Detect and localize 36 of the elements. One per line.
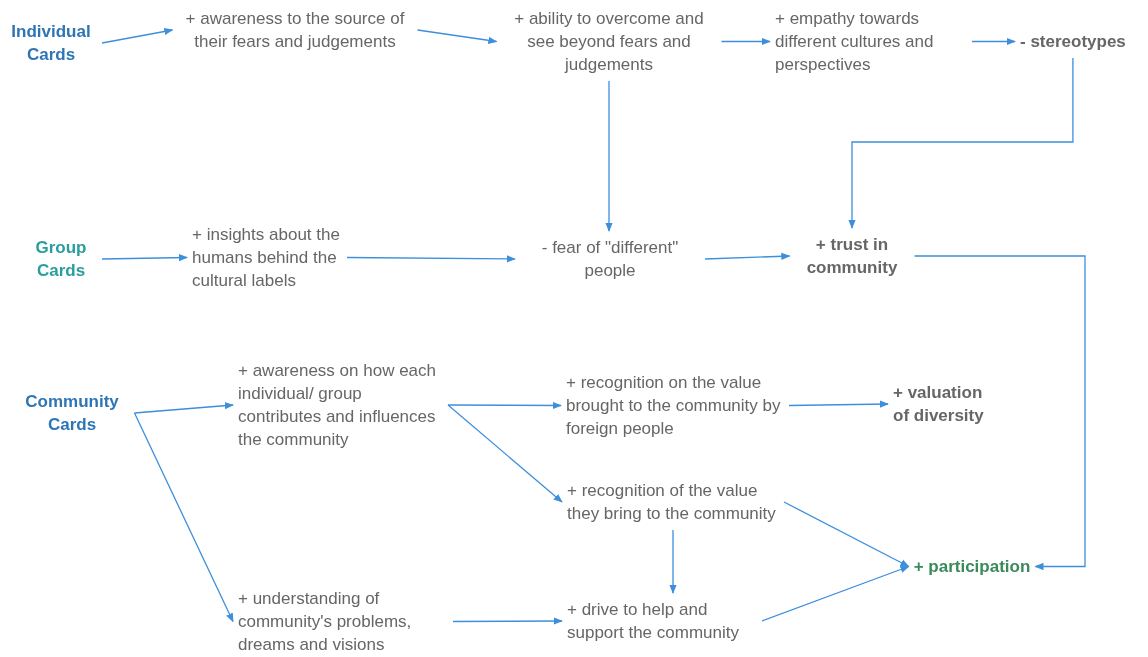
effect-text: + drive to help and support the community <box>567 599 740 644</box>
effect-text: + insights about the humans behind the cultural labels <box>192 224 341 292</box>
arrow <box>101 27 174 44</box>
arrow <box>133 402 234 414</box>
effect-text: + recognition on the value brought to the community by foreign people <box>566 372 782 440</box>
arrow <box>447 401 562 410</box>
arrow <box>788 400 889 408</box>
outcome-label: + participation <box>913 556 1031 578</box>
effect-text: + awareness on how each individual/ group contributes and influences the community <box>238 360 437 451</box>
arrow <box>761 565 910 622</box>
card-type-label: Individual Cards <box>10 21 92 66</box>
effect-text: - fear of "different" people <box>540 237 680 282</box>
arrow <box>971 37 1016 46</box>
arrow <box>605 80 613 232</box>
effect-text: + awareness to the source of their fears and judgements <box>184 8 406 53</box>
outcome-label: - stereotypes <box>1020 31 1126 53</box>
outcome-label: + valuation of diversity <box>893 382 985 427</box>
effect-text: + understanding of community's problems, dreams and visions <box>238 588 413 656</box>
effect-text: + ability to overcome and see beyond fears and judgements <box>513 8 705 76</box>
effect-text: + empathy towards different cultures and perspectives <box>775 8 935 76</box>
arrow <box>913 255 1086 571</box>
outcome-label: + trust in community <box>805 234 899 279</box>
arrow <box>447 404 563 503</box>
effect-text: + recognition of the value they bring to the community <box>567 480 777 525</box>
arrow <box>704 252 791 260</box>
arrow <box>101 254 188 262</box>
card-type-label: Community Cards <box>24 391 120 436</box>
arrow <box>416 29 498 44</box>
arrow <box>452 617 563 625</box>
arrow <box>669 529 677 594</box>
arrow <box>848 57 1074 229</box>
arrow <box>720 37 771 46</box>
arrow <box>346 255 516 263</box>
arrow <box>133 412 234 623</box>
card-type-label: Group Cards <box>34 237 88 282</box>
arrow <box>783 501 910 568</box>
